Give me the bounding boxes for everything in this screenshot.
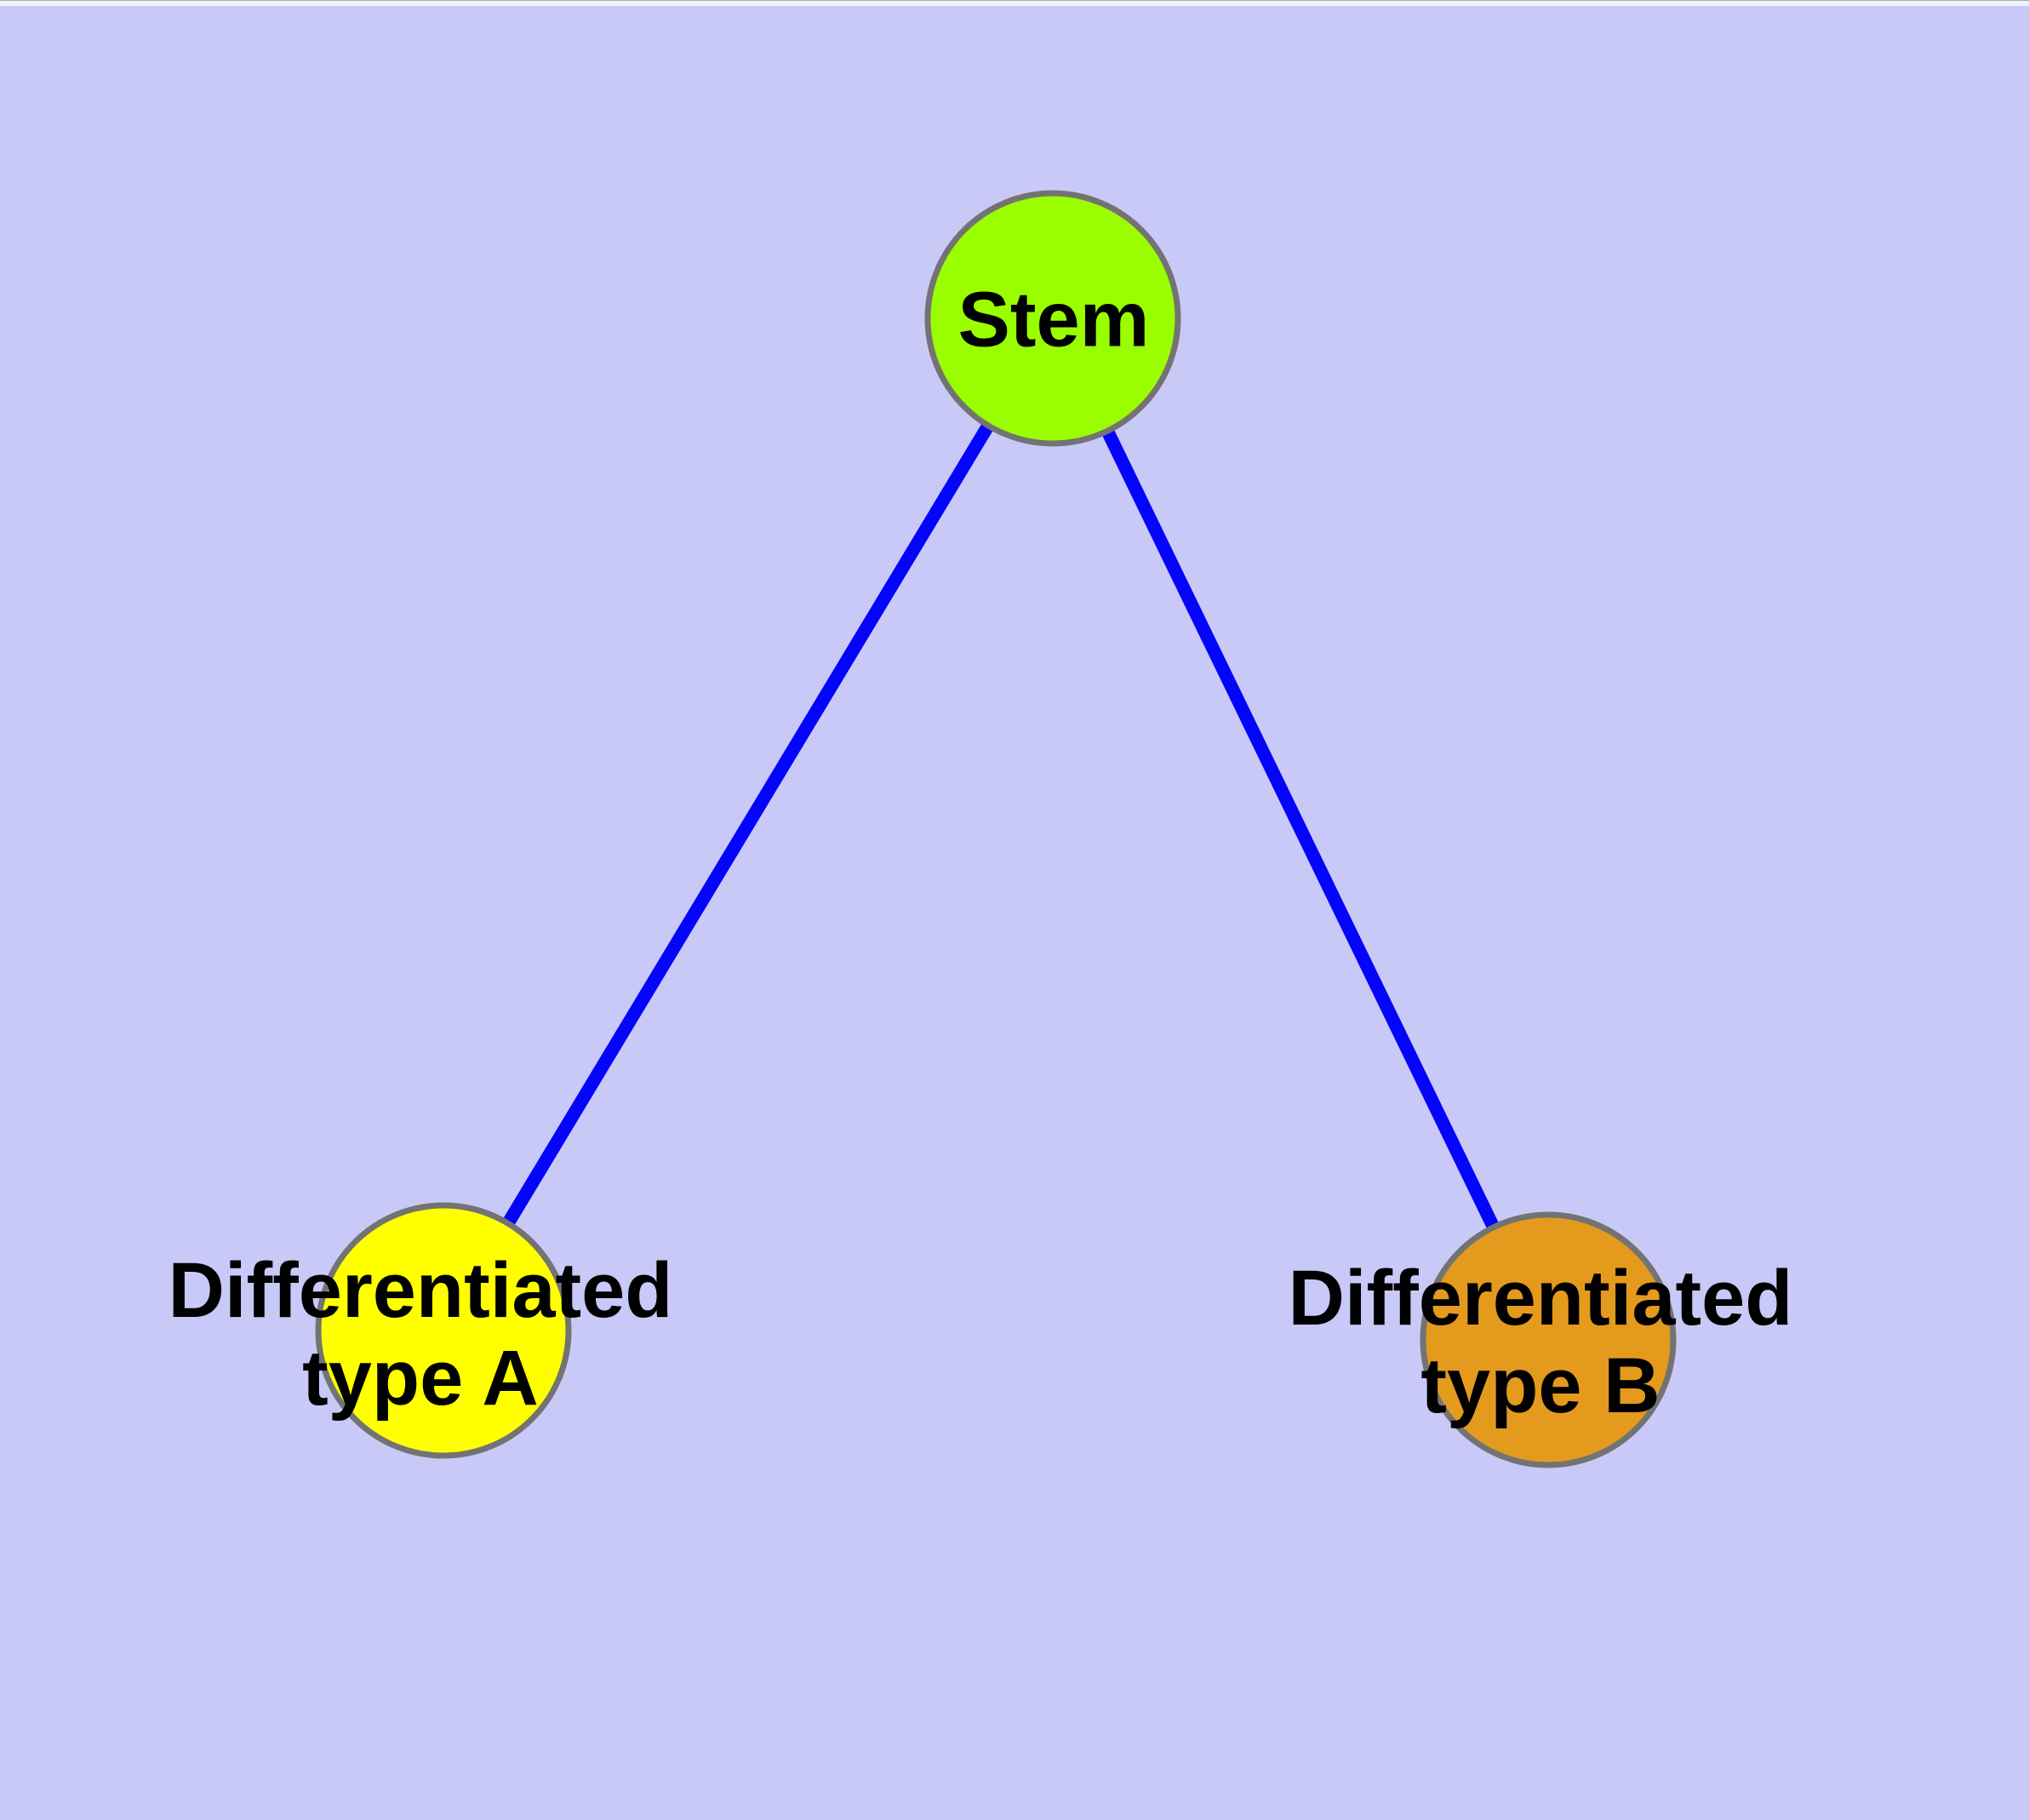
window-top-edge [0, 0, 2029, 6]
node-circle-stem [924, 190, 1181, 447]
node-circle-differentiated-type-a [315, 1202, 572, 1459]
node-label-differentiated-type-b: Differentiated type B [1288, 1255, 1793, 1429]
edge-stem-to-type-b [1047, 315, 1554, 1343]
edge-stem-to-type-a [437, 315, 1059, 1334]
node-label-differentiated-type-a: Differentiated type A [168, 1247, 673, 1422]
node-label-stem: Stem [957, 276, 1150, 363]
node-circle-differentiated-type-b [1420, 1211, 1677, 1468]
